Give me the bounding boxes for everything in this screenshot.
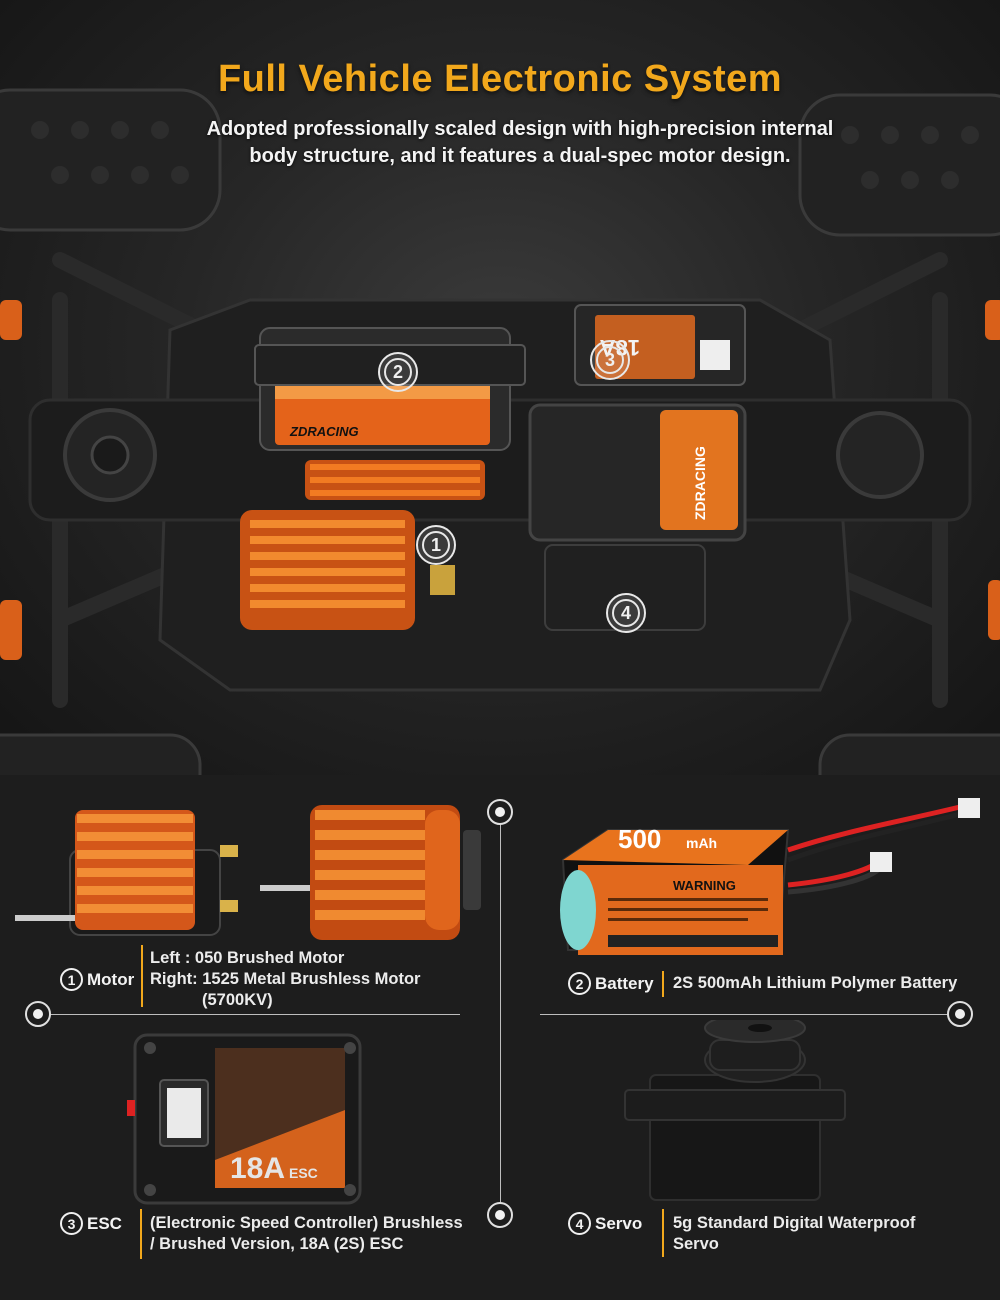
motor-separator	[141, 945, 143, 1007]
motor-label: 1 Motor	[60, 968, 134, 991]
battery-capacity-text: 500	[618, 824, 661, 854]
battery-name: Battery	[595, 973, 654, 993]
esc-image-suffix: ESC	[289, 1165, 318, 1181]
battery-desc: 2S 500mAh Lithium Polymer Battery	[673, 974, 958, 992]
motor-name: Motor	[87, 969, 135, 989]
grid-divider-right	[540, 1014, 960, 1015]
chassis-illustration: ZDRACING 18A ZDRACING	[0, 88, 1000, 775]
battery-separator	[662, 971, 664, 997]
esc-image: 18A ESC	[127, 1033, 362, 1205]
divider-dot-bottom	[487, 1202, 513, 1228]
servo-label: 4 Servo	[568, 1212, 642, 1235]
esc-desc-line-1: (Electronic Speed Controller) Brushless	[150, 1214, 463, 1232]
servo-desc-line-1: 5g Standard Digital Waterproof	[673, 1214, 916, 1232]
grid-divider-vertical	[500, 815, 501, 1215]
marker-motor: 1	[416, 525, 456, 565]
divider-dot-top	[487, 799, 513, 825]
motor-desc-line-2: Right: 1525 Metal Brushless Motor	[150, 970, 421, 988]
battery-number: 2	[568, 972, 591, 995]
motor-number: 1	[60, 968, 83, 991]
servo-desc: 5g Standard Digital Waterproof Servo	[673, 1213, 915, 1255]
marker-servo: 4	[606, 593, 646, 633]
grid-divider-left	[40, 1014, 460, 1015]
motor-image	[15, 805, 481, 940]
battery-warning-text: WARNING	[673, 878, 736, 893]
esc-desc-line-2: / Brushed Version, 18A (2S) ESC	[150, 1235, 404, 1253]
motor-desc-line-1: Left : 050 Brushed Motor	[150, 949, 345, 967]
spec-grid: 1 Motor Left : 050 Brushed Motor Right: …	[0, 775, 1000, 1300]
battery-capacity-unit: mAh	[686, 835, 717, 851]
motor-desc: Left : 050 Brushed Motor Right: 1525 Met…	[150, 948, 420, 1011]
battery-label: 2 Battery	[568, 972, 654, 995]
esc-image-label: 18A	[230, 1152, 285, 1185]
svg-text:ZDRACING: ZDRACING	[692, 446, 708, 520]
divider-dot-left	[25, 1001, 51, 1027]
esc-label: 3 ESC	[60, 1212, 122, 1235]
battery-image: 500 mAh WARNING	[560, 798, 980, 955]
hero-subtitle: Adopted professionally scaled design wit…	[206, 118, 834, 167]
servo-image	[624, 1020, 846, 1201]
svg-text:ZDRACING: ZDRACING	[289, 424, 359, 439]
esc-name: ESC	[87, 1213, 122, 1233]
esc-number: 3	[60, 1212, 83, 1235]
esc-separator	[140, 1209, 142, 1259]
hero-section: ZDRACING 18A ZDRACING Full Vehicle Elect…	[0, 0, 1000, 775]
servo-separator	[662, 1209, 664, 1257]
servo-desc-line-2: Servo	[673, 1235, 719, 1253]
servo-number: 4	[568, 1212, 591, 1235]
divider-dot-right	[947, 1001, 973, 1027]
esc-desc: (Electronic Speed Controller) Brushless …	[150, 1213, 463, 1255]
hero-title: Full Vehicle Electronic System	[217, 58, 783, 100]
servo-name: Servo	[595, 1213, 643, 1233]
marker-battery: 2	[378, 352, 418, 392]
marker-esc: 3	[590, 340, 630, 380]
motor-desc-line-3: (5700KV)	[202, 991, 273, 1009]
